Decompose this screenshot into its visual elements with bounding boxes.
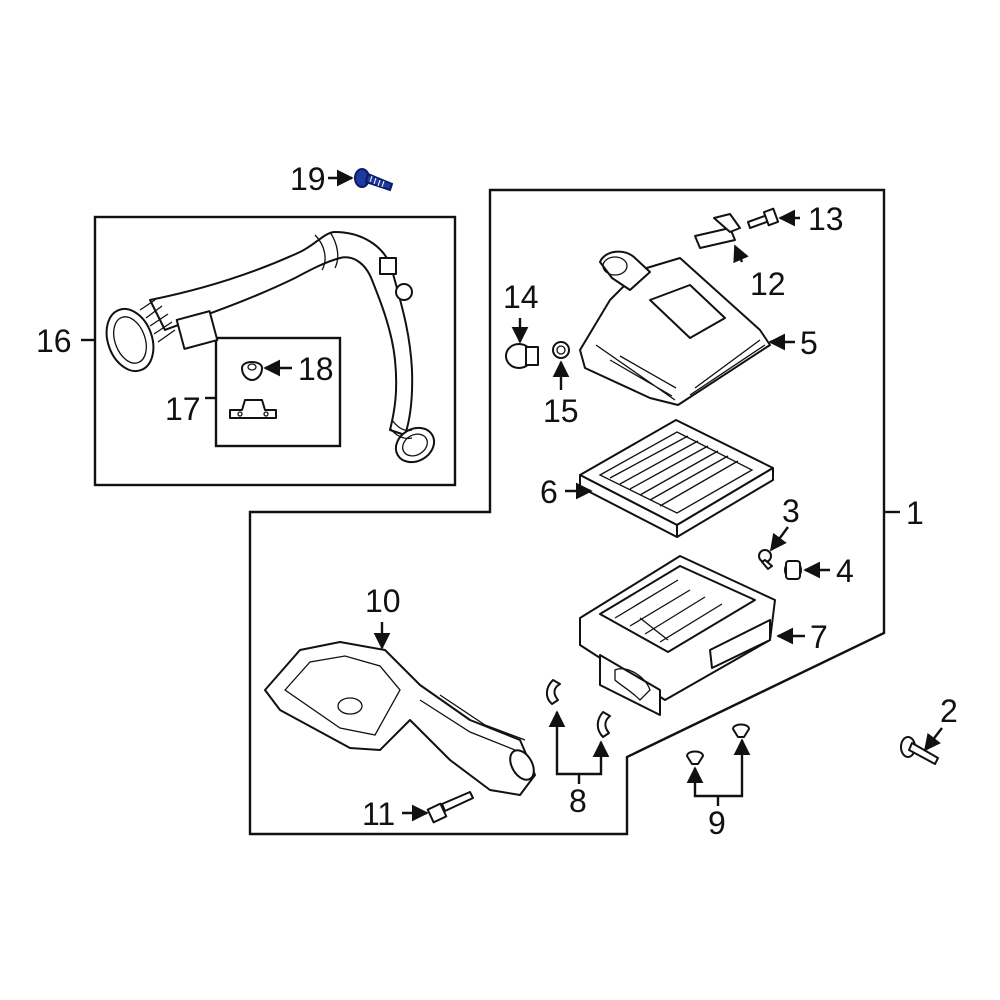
bolt-highlighted[interactable] <box>354 168 394 192</box>
callout-10: 10 <box>365 583 401 619</box>
bracket-kit-boundary <box>214 336 342 448</box>
screw[interactable] <box>747 207 780 229</box>
outlet-duct[interactable] <box>98 231 440 469</box>
callout-6: 6 <box>540 474 558 510</box>
callout-19: 19 <box>290 161 326 197</box>
push-pin-right[interactable] <box>732 723 750 738</box>
callout-5: 5 <box>800 325 818 361</box>
callout-14: 14 <box>503 279 539 315</box>
flange-bolt[interactable] <box>426 791 474 824</box>
bracket[interactable] <box>229 399 277 419</box>
callout-17: 17 <box>165 391 201 427</box>
air-cleaner-tray[interactable] <box>579 555 776 716</box>
callout-9: 9 <box>708 805 726 841</box>
inlet-duct[interactable] <box>264 641 539 796</box>
bolt[interactable] <box>900 736 939 765</box>
callout-3: 3 <box>782 493 800 529</box>
callout-15: 15 <box>543 393 579 429</box>
callout-8: 8 <box>569 783 587 819</box>
callout-12: 12 <box>750 266 786 302</box>
callout-2: 2 <box>940 693 958 729</box>
retaining-clip-left[interactable] <box>545 679 561 705</box>
leader-lines <box>81 169 943 822</box>
callout-13: 13 <box>808 201 844 237</box>
duct-group-boundary <box>93 215 457 487</box>
nut-fitting[interactable] <box>552 341 570 359</box>
callout-16: 16 <box>36 323 72 359</box>
push-pin[interactable] <box>758 549 773 570</box>
air-cleaner-cover[interactable] <box>579 250 771 406</box>
clamp-fitting[interactable] <box>505 343 539 369</box>
retaining-clip-right[interactable] <box>596 711 611 738</box>
mass-air-flow-sensor[interactable] <box>694 213 741 249</box>
callout-1: 1 <box>906 495 924 531</box>
push-pin-left[interactable] <box>686 750 704 765</box>
grommet[interactable] <box>241 361 263 381</box>
callout-4: 4 <box>836 553 854 589</box>
assembly-boundary <box>248 188 886 836</box>
callout-11: 11 <box>362 796 395 832</box>
callout-7: 7 <box>810 619 828 655</box>
callout-18: 18 <box>298 351 334 387</box>
grommet-mount[interactable] <box>784 560 802 580</box>
air-filter-element[interactable] <box>579 419 774 538</box>
